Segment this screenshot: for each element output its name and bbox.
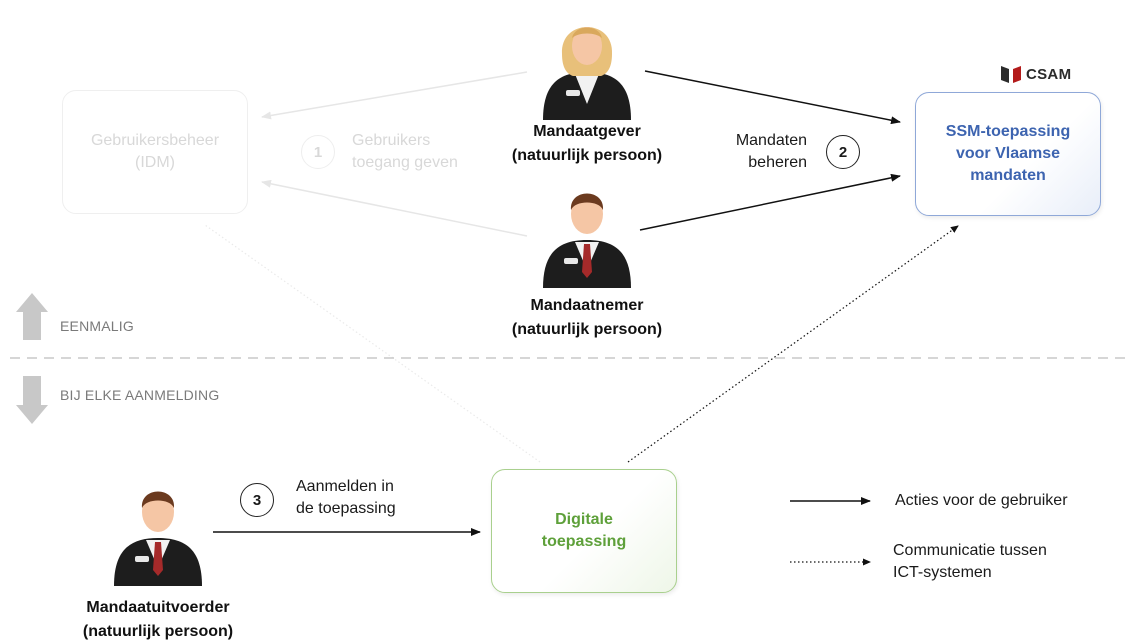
ssm-box: SSM-toepassing voor Vlaamse mandaten — [915, 92, 1101, 216]
step-2-line1: Mandaten — [735, 132, 807, 149]
legend-dotted-line2: ICT-systemen — [893, 564, 992, 581]
step-1-text: Gebruikers toegang geven — [352, 130, 458, 174]
mandaatgever-icon — [543, 27, 631, 120]
step-3-line2: de toepassing — [296, 500, 396, 517]
idm-subtitle: (IDM) — [135, 154, 175, 171]
legend-solid-text: Acties voor de gebruiker — [895, 492, 1068, 509]
phase-once-label: EENMALIG — [60, 318, 134, 334]
down-arrow-icon — [16, 376, 48, 424]
arrow-mandaatgever-to-ssm — [644, 70, 901, 125]
mandaatgever-name: Mandaatgever — [533, 123, 641, 140]
legend-dotted-line1: Communicatie tussen — [893, 542, 1047, 559]
ssm-title-line3: mandaten — [970, 167, 1046, 184]
idm-box: Gebruikersbeheer (IDM) — [62, 90, 248, 214]
csam-logo: CSAM — [1000, 64, 1071, 84]
step-3-text: Aanmelden in de toepassing — [296, 476, 396, 520]
step-3-line1: Aanmelden in — [296, 478, 394, 495]
ssm-title-line2: voor Vlaamse — [955, 145, 1061, 162]
step-2-text: Mandaten beheren — [722, 130, 807, 174]
idm-title: Gebruikersbeheer — [90, 132, 220, 149]
legend-dotted-text: Communicatie tussen ICT-systemen — [893, 540, 1047, 584]
csam-logo-text: CSAM — [1026, 65, 1072, 83]
mandaatuitvoerder-name: Mandaatuitvoerder — [86, 599, 230, 616]
mandaatnemer-icon — [543, 193, 631, 288]
mandaatnemer-type: (natuurlijk persoon) — [511, 321, 663, 338]
mandaatuitvoerder-label: Mandaatuitvoerder (natuurlijk persoon) — [38, 596, 278, 644]
mandaatgever-type: (natuurlijk persoon) — [511, 147, 663, 164]
digital-title-line1: Digitale — [555, 511, 613, 528]
csam-logo-icon — [1001, 66, 1021, 83]
arrow-mandaatnemer-to-idm — [261, 179, 528, 237]
step-2-badge: 2 — [826, 135, 860, 169]
up-arrow-icon — [16, 293, 48, 340]
mandaatuitvoerder-icon — [114, 491, 202, 586]
mandaatuitvoerder-type: (natuurlijk persoon) — [82, 623, 234, 640]
mandaatnemer-label: Mandaatnemer (natuurlijk persoon) — [467, 294, 707, 342]
step-2-line2: beheren — [748, 154, 807, 171]
arrow-mandaatnemer-to-ssm — [639, 173, 901, 231]
ssm-title-line1: SSM-toepassing — [945, 123, 1071, 140]
digital-app-box: Digitale toepassing — [491, 469, 677, 593]
mandaatnemer-name: Mandaatnemer — [530, 297, 644, 314]
dotted-digital-to-ssm — [627, 225, 959, 463]
mandaatgever-label: Mandaatgever (natuurlijk persoon) — [467, 120, 707, 168]
digital-title-line2: toepassing — [541, 533, 627, 550]
step-1-line2: toegang geven — [352, 154, 458, 171]
dotted-digital-to-idm — [204, 224, 541, 463]
step-1-badge: 1 — [301, 135, 335, 169]
phase-each-login-label: BIJ ELKE AANMELDING — [60, 387, 220, 403]
step-3-badge: 3 — [240, 483, 274, 517]
arrow-mandaatgever-to-idm — [261, 71, 528, 120]
step-1-line1: Gebruikers — [352, 132, 431, 149]
